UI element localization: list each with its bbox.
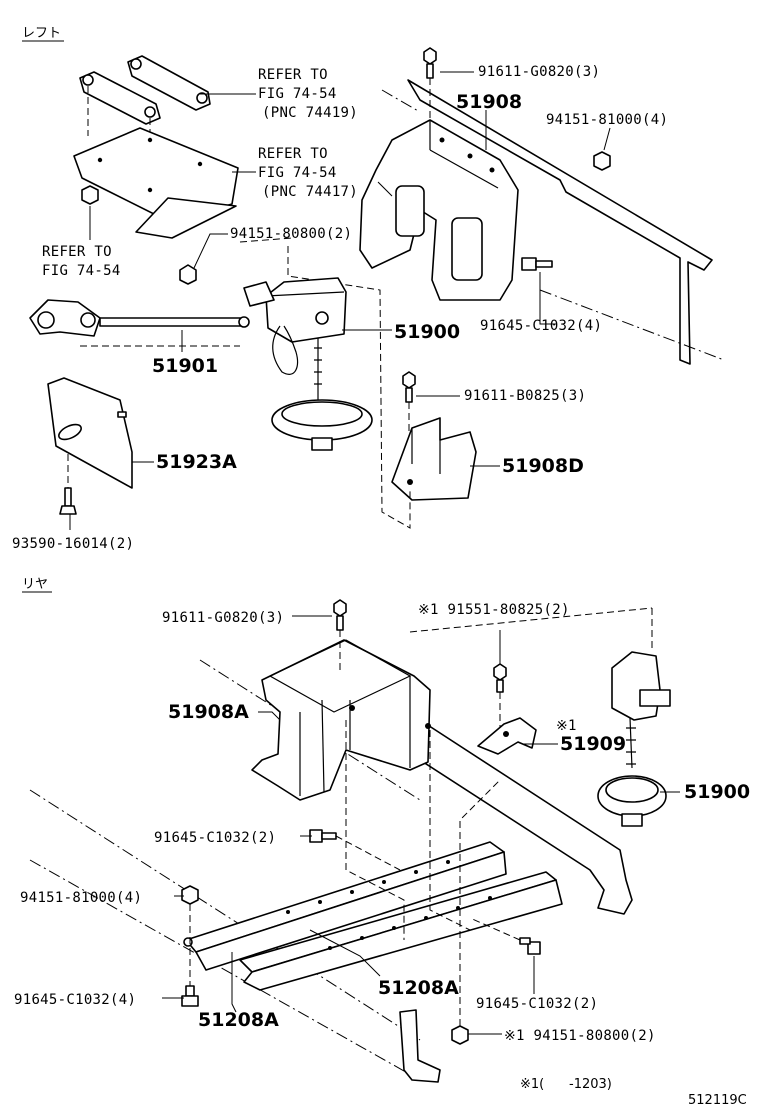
nut-94151-81000-top: [593, 151, 611, 171]
leaders-rear: [162, 615, 680, 1035]
label-91611-b0825: 91611-B0825(3): [464, 388, 586, 404]
nut-refer-left: [81, 185, 99, 205]
carrier-51900-top: [243, 277, 373, 451]
label-94151-81000-rear: 94151-81000(4): [20, 890, 142, 906]
refer-74419-line1: REFER TO: [258, 67, 328, 83]
nut-94151-80800: [179, 264, 197, 285]
nut-94151-81000-rear: [181, 885, 199, 986]
bolt-91611-g0820-top: [423, 47, 437, 136]
refer-left-line2: FIG 74-54: [42, 263, 121, 279]
bracket-51908d: [391, 417, 477, 501]
label-91645-c1032-rear-a: 91645-C1032(2): [154, 830, 276, 846]
label-91611-g0820-top: 91611-G0820(3): [478, 64, 600, 80]
frame-rail-left: [381, 79, 725, 365]
plate-51923a: [47, 377, 133, 489]
label-94151-80800: 94151-80800(2): [230, 226, 352, 242]
bracket-51908a: [251, 639, 431, 801]
bolt-91645-c1032-rear-right: [469, 917, 541, 955]
label-94151-81000-top: 94151-81000(4): [546, 112, 668, 128]
refer-74419-line3: (PNC 74419): [262, 105, 358, 121]
carrier-51900-rear: [409, 607, 671, 827]
leaders-top: [69, 71, 611, 530]
bracket-51908: [359, 119, 519, 301]
plate-refer-74417: [73, 127, 239, 239]
bolt-91645-c1032-rear-left: [181, 985, 199, 1007]
label-51900-top: 51900: [394, 321, 460, 343]
label-91645-c1032-rear-c: 91645-C1032(2): [476, 996, 598, 1012]
bolt-91611-g0820-rear: [333, 599, 347, 672]
label-51908d: 51908D: [502, 455, 584, 477]
footnote: ※1( -1203): [520, 1077, 612, 1092]
label-94151-80800-rear: ※1 94151-80800(2): [504, 1028, 656, 1044]
bolt-91645-c1032-rear-top: [309, 829, 401, 871]
label-91611-g0820-rear: 91611-G0820(3): [162, 610, 284, 626]
nut-94151-80800-rear: [451, 779, 501, 1045]
label-51208a-left: 51208A: [198, 1009, 279, 1031]
brackets-refer-74419: [79, 55, 211, 150]
label-51208a-right: 51208A: [378, 977, 459, 999]
bolt-93590-16014: [59, 454, 77, 515]
bolt-91551-80825: [493, 663, 507, 730]
refer-74419-line2: FIG 74-54: [258, 86, 337, 102]
label-51923a: 51923A: [156, 451, 237, 473]
label-91551-80825: ※1 91551-80825(2): [418, 602, 570, 618]
figure-code: 512119C: [688, 1093, 747, 1108]
label-51908: 51908: [456, 91, 522, 113]
label-refer-74417: REFER TO FIG 74-54 (PNC 74417): [258, 146, 358, 200]
section-title-rear: リヤ: [22, 577, 48, 592]
label-51900-rear: 51900: [684, 781, 750, 803]
label-91645-c1032-rear-b: 91645-C1032(4): [14, 992, 136, 1008]
label-mark1-51909: ※1: [556, 718, 577, 734]
label-51908a: 51908A: [168, 701, 249, 723]
label-51909: 51909: [560, 733, 626, 755]
refer-74417-line1: REFER TO: [258, 146, 328, 162]
label-refer-74419: REFER TO FIG 74-54 (PNC 74419): [258, 67, 358, 121]
refer-74417-line3: (PNC 74417): [262, 184, 358, 200]
cable-51901: [29, 299, 250, 347]
label-refer-left: REFER TO FIG 74-54: [42, 244, 121, 279]
frame-rail-rear: [29, 659, 633, 1083]
label-91645-c1032-top: 91645-C1032(4): [480, 318, 602, 334]
section-title-left: レフト: [22, 26, 61, 41]
bracket-51909: [477, 717, 537, 755]
bolt-91645-c1032-top: [521, 257, 553, 271]
refer-left-line1: REFER TO: [42, 244, 112, 260]
label-51901: 51901: [152, 355, 218, 377]
label-93590-16014: 93590-16014(2): [12, 536, 134, 552]
refer-74417-line2: FIG 74-54: [258, 165, 337, 181]
bolt-91611-b0825: [402, 371, 416, 440]
crossmember-51208a: [183, 841, 563, 991]
